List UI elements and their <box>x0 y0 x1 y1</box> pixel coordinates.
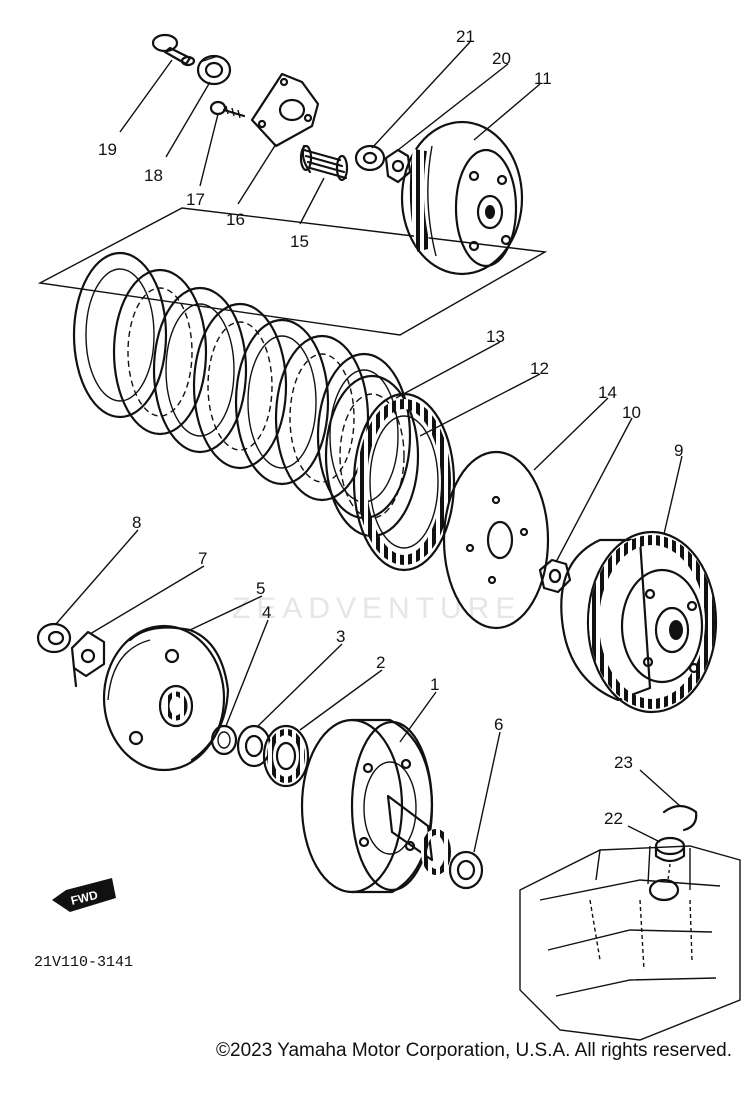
callout-1: 1 <box>430 675 439 694</box>
part-10-lock-washer <box>538 558 572 594</box>
callout-5: 5 <box>256 579 265 598</box>
callout-8: 8 <box>132 513 141 532</box>
copyright-notice: ©2023 Yamaha Motor Corporation, U.S.A. A… <box>216 1040 732 1061</box>
part-7-lock-washer <box>70 630 106 688</box>
callout-labels: 19 18 17 16 15 21 20 11 13 12 14 10 9 8 … <box>98 27 683 828</box>
part-18-bearing <box>196 54 232 86</box>
callout-16: 16 <box>226 210 245 229</box>
part-17-screw <box>209 100 246 119</box>
part-16-pressure-plate <box>250 72 320 148</box>
part-6-washer <box>448 850 484 890</box>
fwd-label: FWD <box>69 888 99 908</box>
part-5-primary-clutch <box>102 624 230 772</box>
callout-2: 2 <box>376 653 385 672</box>
callout-4: 4 <box>262 603 271 622</box>
callout-15: 15 <box>290 232 309 251</box>
part-19-bolt <box>151 33 196 67</box>
plate-stack-frame <box>37 207 548 336</box>
callout-14: 14 <box>598 383 617 402</box>
callout-12: 12 <box>530 359 549 378</box>
callout-20: 20 <box>492 49 511 68</box>
callout-11: 11 <box>534 69 552 88</box>
part-9-clutch-housing <box>560 530 718 714</box>
watermark: ZEADVENTURE <box>232 592 521 625</box>
part-14-plate <box>442 450 550 630</box>
callout-13: 13 <box>486 327 505 346</box>
callout-7: 7 <box>198 549 207 568</box>
part-8-washer <box>36 622 72 654</box>
part-15-spring <box>299 144 349 182</box>
callout-22: 22 <box>604 809 623 828</box>
clutch-exploded-diagram: ZEADVENTURE <box>34 27 741 1041</box>
crankcase-section <box>519 845 741 1041</box>
part-23-circlip <box>662 804 698 832</box>
callout-9: 9 <box>674 441 683 460</box>
fwd-arrow-icon: FWD <box>52 878 116 912</box>
part-2-one-way-clutch <box>262 724 310 788</box>
callout-6: 6 <box>494 715 503 734</box>
leader-lines <box>55 41 683 853</box>
callout-10: 10 <box>622 403 641 422</box>
part-22-plug <box>654 836 686 881</box>
part-1-clutch-drum <box>300 718 451 894</box>
callout-23: 23 <box>614 753 633 772</box>
part-4-circlip <box>210 724 238 756</box>
part-11-clutch-boss <box>400 120 524 276</box>
callout-3: 3 <box>336 627 345 646</box>
callout-17: 17 <box>186 190 205 209</box>
part-12-friction-plate <box>352 392 456 572</box>
part-21-washer <box>354 144 386 172</box>
callout-18: 18 <box>144 166 163 185</box>
callout-21: 21 <box>456 27 475 46</box>
callout-19: 19 <box>98 140 117 159</box>
drawing-number: 21V110-3141 <box>34 954 133 971</box>
